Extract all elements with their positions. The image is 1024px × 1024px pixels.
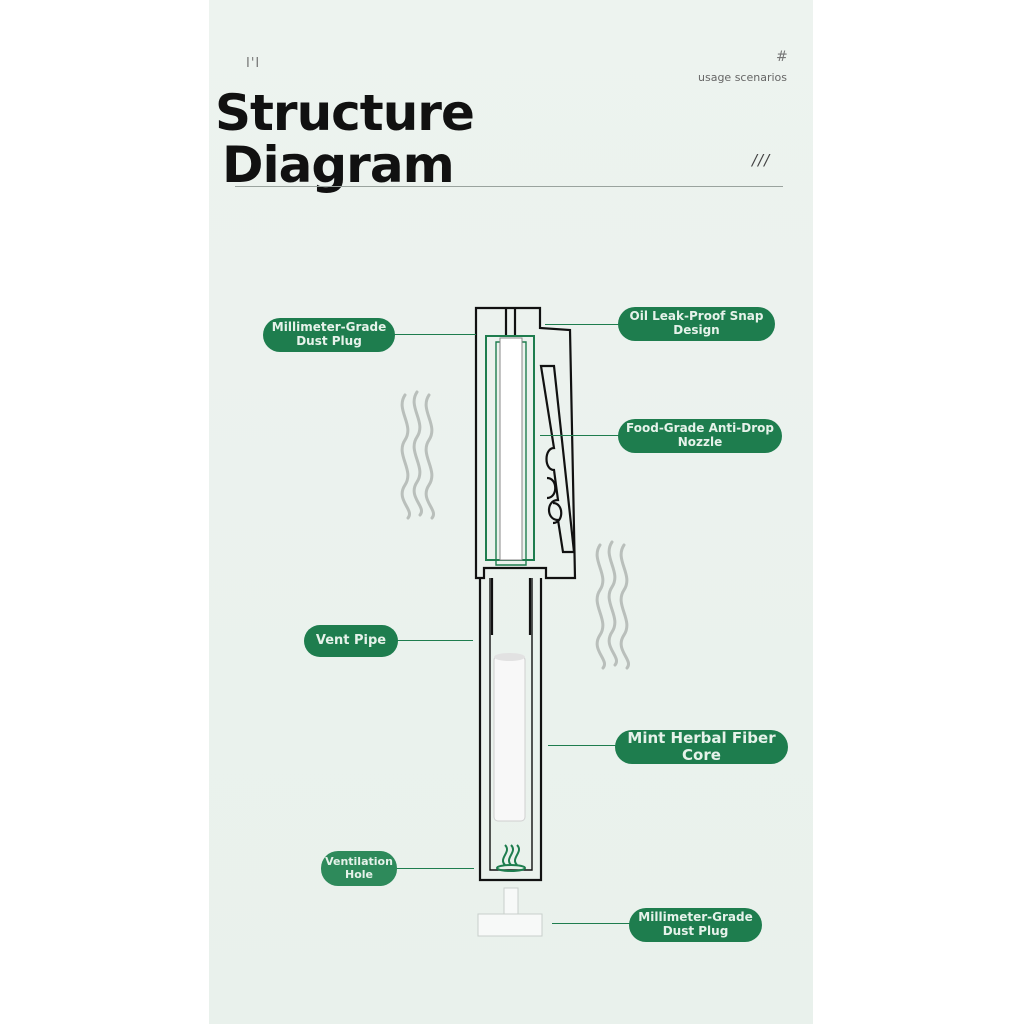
cap-outline [474, 306, 577, 580]
label-snap-design-text: Oil Leak-Proof Snap Design [629, 309, 764, 337]
pocket-clip [539, 364, 576, 554]
label-vent-pipe: Vent Pipe [304, 625, 398, 657]
clip-bump-1 [546, 476, 557, 500]
label-vent-pipe-text: Vent Pipe [315, 632, 387, 648]
label-ventilation-hole: Ventilation Hole [321, 851, 397, 886]
leader-snap-design [545, 324, 620, 325]
inner-nozzle-core [499, 337, 523, 561]
inner-nozzle-green [485, 335, 535, 561]
bottom-dust-plug [477, 887, 543, 937]
page-title-line-2: Diagram [222, 136, 455, 194]
label-dust-plug-top-text: Millimeter-Grade Dust Plug [271, 320, 387, 348]
leader-dust-plug-top [392, 334, 476, 335]
label-snap-design: Oil Leak-Proof Snap Design [618, 307, 775, 341]
label-fiber-core-text: Mint Herbal Fiber Core [627, 728, 776, 764]
leader-vent-pipe [397, 640, 473, 641]
vent-pipe-lines [490, 578, 532, 635]
corner-mark-left: I'I [246, 56, 261, 71]
label-dust-plug-top: Millimeter-Grade Dust Plug [263, 318, 395, 352]
label-dust-plug-bottom: Millimeter-Grade Dust Plug [629, 908, 762, 942]
title-divider [235, 186, 783, 187]
leader-ventilation-hole [396, 868, 474, 869]
scent-wave-left [400, 390, 435, 520]
body-tube [478, 578, 543, 882]
ventilation-swirl-icon [496, 844, 526, 872]
page-title-line-1: Structure [215, 84, 475, 142]
hash-mark: # [776, 49, 788, 65]
scent-wave-right [595, 540, 630, 670]
leader-fiber-core [548, 745, 618, 746]
usage-scenarios-label: usage scenarios [698, 71, 787, 84]
label-fiber-core: Mint Herbal Fiber Core [615, 728, 788, 764]
label-dust-plug-bottom-text: Millimeter-Grade Dust Plug [638, 910, 753, 938]
nozzle-tip [504, 308, 517, 336]
leader-nozzle [540, 435, 620, 436]
label-nozzle: Food-Grade Anti-Drop Nozzle [618, 419, 782, 453]
label-ventilation-hole-text: Ventilation Hole [325, 854, 393, 881]
leader-dust-plug-bottom [552, 923, 632, 924]
label-nozzle-text: Food-Grade Anti-Drop Nozzle [626, 421, 774, 449]
clip-bump-2 [552, 501, 563, 525]
fiber-core [493, 653, 526, 822]
slashes-mark: /// [752, 151, 771, 169]
